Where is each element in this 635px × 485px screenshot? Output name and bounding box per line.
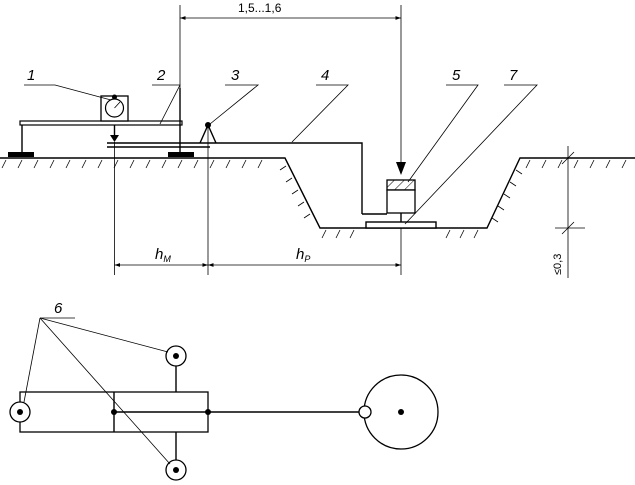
label-3: 3 bbox=[231, 67, 240, 84]
hp-label: hP bbox=[296, 246, 310, 264]
depth-label: ≤0,3 bbox=[552, 254, 564, 275]
hm-label: hM bbox=[155, 246, 171, 264]
span-label: 1,5...1,6 bbox=[238, 1, 282, 15]
leaders-top bbox=[24, 84, 538, 225]
ground-surface bbox=[0, 157, 635, 229]
span-dimension bbox=[179, 5, 406, 175]
load-plate bbox=[365, 221, 437, 229]
depth-dimension bbox=[555, 146, 585, 278]
label-1: 1 bbox=[27, 67, 35, 84]
leaders-6 bbox=[23, 317, 171, 465]
label-2: 2 bbox=[156, 67, 166, 84]
measuring-beam bbox=[107, 142, 363, 214]
h-dimensions bbox=[114, 125, 402, 275]
label-7: 7 bbox=[509, 67, 518, 84]
label-5: 5 bbox=[452, 67, 461, 84]
dial-gauge bbox=[100, 94, 129, 142]
label-6: 6 bbox=[54, 300, 63, 317]
label-4: 4 bbox=[321, 67, 329, 84]
ground-hatching bbox=[1, 159, 627, 239]
plan-view bbox=[9, 345, 439, 481]
load-cylinder bbox=[386, 179, 416, 224]
